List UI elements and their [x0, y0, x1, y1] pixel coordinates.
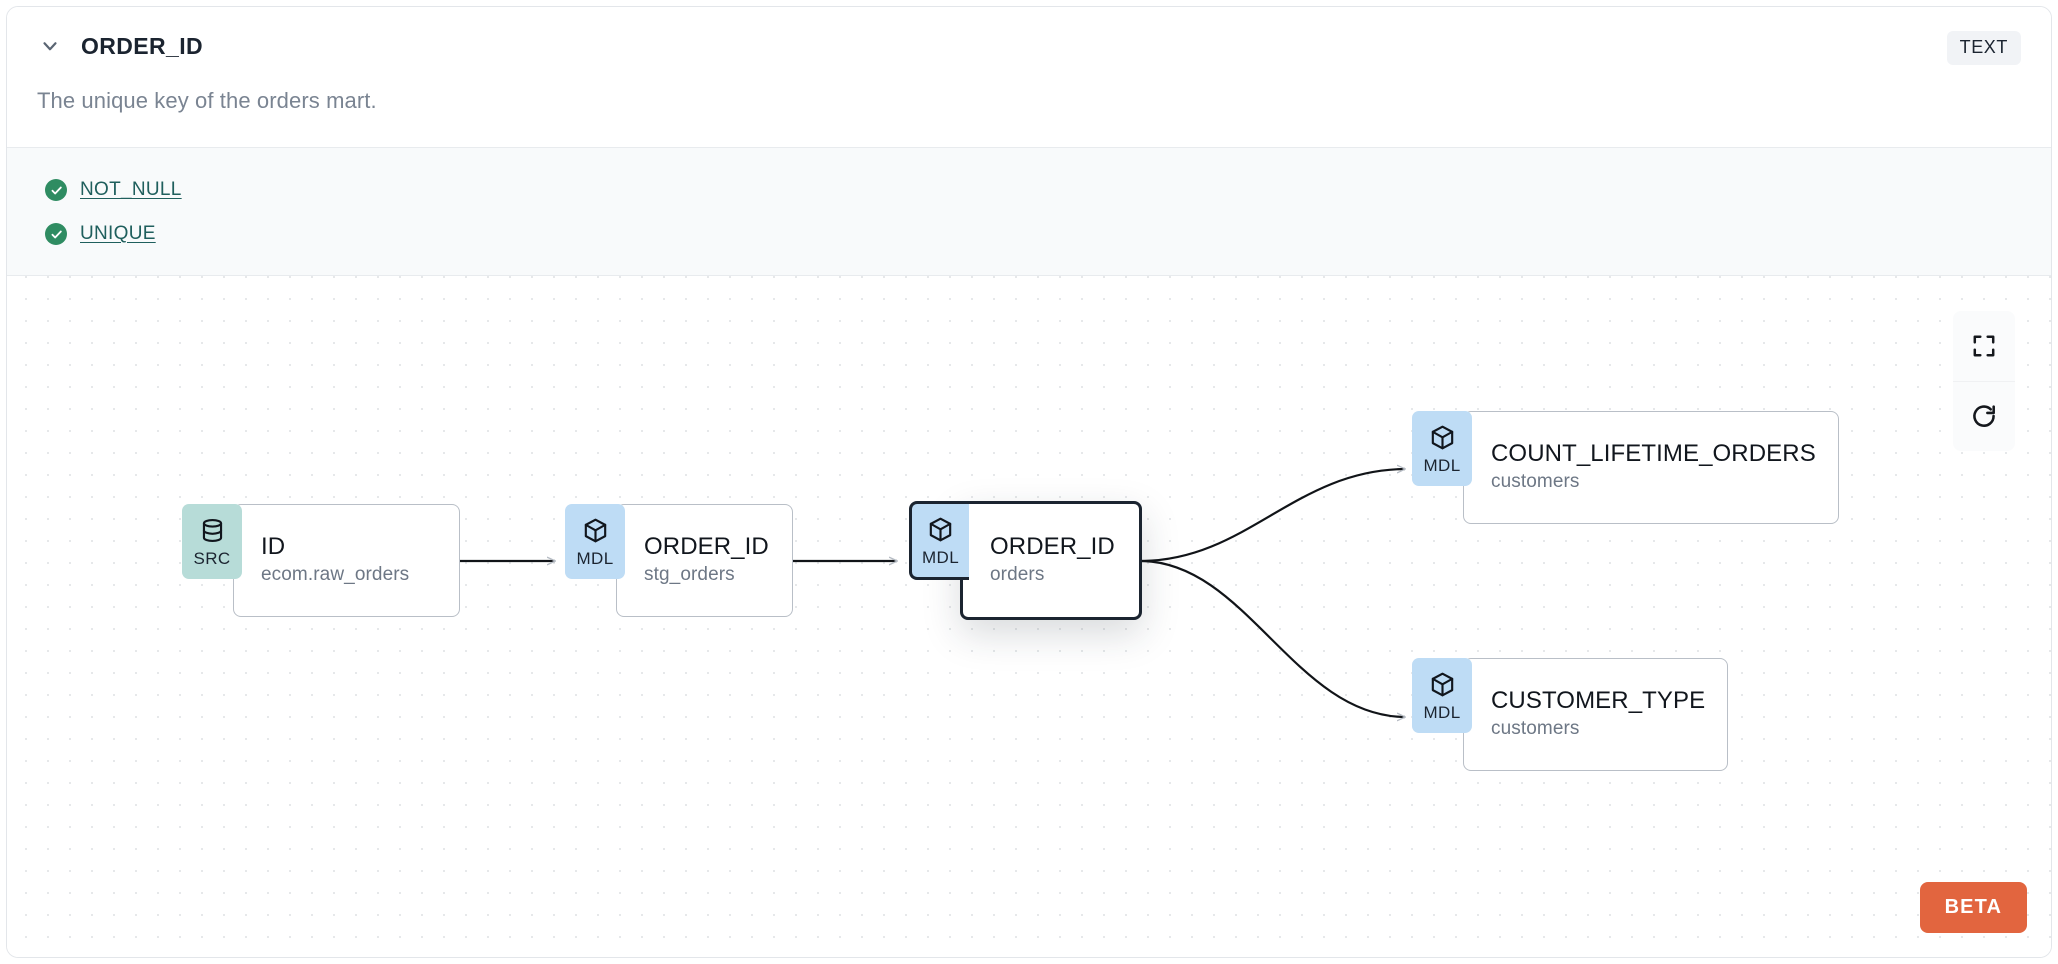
- cube-icon: [1429, 424, 1456, 456]
- node-body: ORDER_ID stg_orders: [616, 504, 793, 617]
- page-title: ORDER_ID: [81, 32, 204, 59]
- data-type-badge: TEXT: [1946, 31, 2021, 65]
- node-parent-name: stg_orders: [644, 564, 735, 585]
- node-badge-src: SRC: [182, 504, 242, 579]
- cube-icon: [927, 516, 954, 548]
- chevron-down-icon[interactable]: [37, 33, 63, 59]
- fit-view-icon[interactable]: [1953, 311, 2015, 381]
- node-badge-mdl: MDL: [1412, 411, 1472, 486]
- canvas-controls: [1953, 311, 2015, 451]
- test-link-unique[interactable]: UNIQUE: [80, 223, 156, 244]
- test-row: NOT_NULL: [7, 168, 2051, 212]
- node-badge-mdl: MDL: [909, 501, 969, 580]
- cube-icon: [582, 517, 609, 549]
- node-parent-name: customers: [1491, 718, 1580, 739]
- node-column-name: ID: [261, 533, 286, 560]
- lineage-node-count-lifetime-orders[interactable]: MDL COUNT_LIFETIME_ORDERS customers: [1412, 411, 1839, 524]
- node-badge-mdl: MDL: [565, 504, 625, 579]
- lineage-node-orders-order-id[interactable]: MDL ORDER_ID orders: [909, 501, 1142, 620]
- node-column-name: ORDER_ID: [990, 533, 1115, 560]
- lineage-node-customer-type[interactable]: MDL CUSTOMER_TYPE customers: [1412, 658, 1729, 771]
- node-badge-label: SRC: [193, 549, 231, 568]
- node-parent-name: orders: [990, 564, 1045, 585]
- reset-icon[interactable]: [1953, 381, 2015, 451]
- node-body: ID ecom.raw_orders: [233, 504, 460, 617]
- check-circle-icon: [45, 179, 67, 201]
- node-column-name: ORDER_ID: [644, 533, 769, 560]
- node-body: CUSTOMER_TYPE customers: [1463, 658, 1729, 771]
- node-badge-label: MDL: [1423, 703, 1461, 722]
- lineage-node-src-id[interactable]: SRC ID ecom.raw_orders: [182, 504, 460, 617]
- test-row: UNIQUE: [7, 212, 2051, 256]
- node-parent-name: customers: [1491, 471, 1580, 492]
- column-title-row: ORDER_ID: [37, 29, 2021, 63]
- node-badge-label: MDL: [576, 549, 614, 568]
- edge-orders-to-customer-type: [1141, 559, 1405, 717]
- test-link-not-null[interactable]: NOT_NULL: [80, 179, 182, 200]
- node-body: COUNT_LIFETIME_ORDERS customers: [1463, 411, 1839, 524]
- node-body: ORDER_ID orders: [960, 501, 1142, 620]
- node-column-name: COUNT_LIFETIME_ORDERS: [1491, 440, 1816, 467]
- edge-orders-to-count-lifetime-orders: [1141, 469, 1405, 563]
- column-description: The unique key of the orders mart.: [37, 88, 377, 113]
- column-header: ORDER_ID TEXT The unique key of the orde…: [7, 7, 2051, 147]
- column-detail-panel: ORDER_ID TEXT The unique key of the orde…: [6, 6, 2052, 958]
- tests-section: NOT_NULL UNIQUE: [7, 147, 2051, 276]
- node-column-name: CUSTOMER_TYPE: [1491, 687, 1706, 714]
- lineage-canvas[interactable]: SRC ID ecom.raw_orders MDL ORDE: [7, 276, 2051, 957]
- database-icon: [199, 517, 226, 549]
- check-circle-icon: [45, 223, 67, 245]
- node-badge-label: MDL: [1423, 456, 1461, 475]
- beta-badge[interactable]: BETA: [1919, 882, 2027, 933]
- node-parent-name: ecom.raw_orders: [261, 564, 410, 585]
- lineage-node-stg-order-id[interactable]: MDL ORDER_ID stg_orders: [565, 504, 793, 617]
- cube-icon: [1429, 671, 1456, 703]
- node-badge-mdl: MDL: [1412, 658, 1472, 733]
- node-badge-label: MDL: [921, 548, 960, 567]
